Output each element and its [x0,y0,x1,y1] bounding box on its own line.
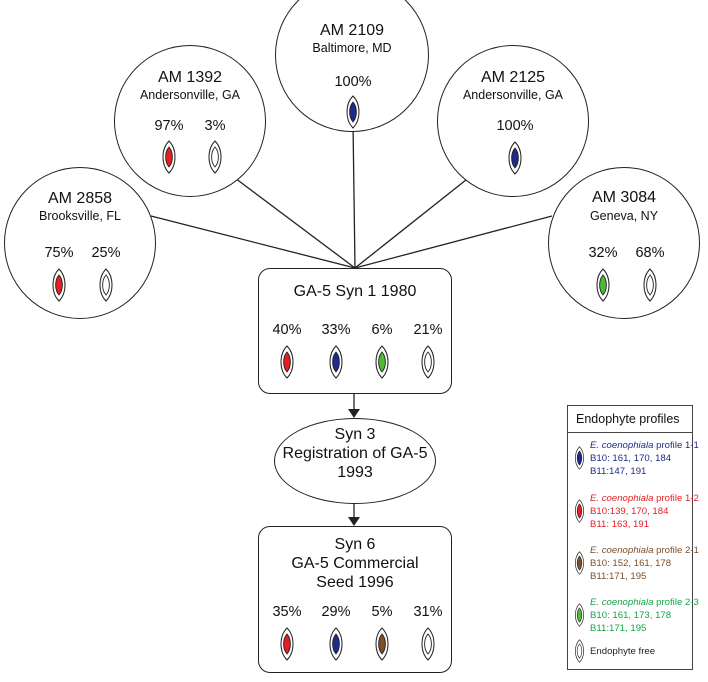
syn6-line: Seed 1996 [316,574,394,591]
marker-b11: B11: 163, 191 [590,519,650,530]
percentage-label: 100% [496,118,534,134]
source-title: AM 2125 [480,69,546,86]
profile-label: profile 1-1 [653,440,699,451]
source-title: AM 1392 [157,69,223,86]
connector-am2858 [150,215,356,269]
percentage-label: 32% [588,245,618,261]
marker-b11: B11:147, 191 [590,466,647,477]
seed-icon [574,639,585,663]
percentage-label: 5% [371,604,393,620]
profile-label: profile 2-3 [653,597,699,608]
legend: Endophyte profiles E. coenophiala profil… [567,405,699,670]
arrowhead-syn3 [348,409,360,418]
seed-icon [507,141,523,175]
marker-b11: B11:171, 195 [590,623,647,634]
legend-text: E. coenophiala profile 1-1 B10: 161, 170… [590,439,699,478]
syn3-line: Registration of GA-5 [282,445,428,462]
source-node-am2125: AM 2125 Andersonville, GA 100% [437,45,589,197]
percentage-label: 6% [371,322,393,338]
seed-icon [328,627,344,661]
marker-b10: B10: 161, 170, 184 [590,453,672,464]
source-location: Andersonville, GA [139,88,241,102]
connector-am3084 [354,215,553,269]
percentage-label: 75% [44,245,74,261]
syn6-line: GA-5 Commercial [291,555,419,572]
percentage-label: 97% [154,118,184,134]
legend-text: Endophyte free [590,645,655,658]
source-title: AM 3084 [591,189,657,206]
seed-icon [207,140,223,174]
source-title: AM 2858 [47,190,113,207]
source-title: AM 2109 [319,22,385,39]
legend-text: E. coenophiala profile 2-1 B10: 152, 161… [590,544,699,583]
syn3-line: 1993 [337,464,373,481]
seed-icon [279,627,295,661]
percentage-label: 25% [91,245,121,261]
legend-text: E. coenophiala profile 1-2 B10:139, 170,… [590,492,699,531]
connector-am2125 [354,171,477,269]
seed-icon [574,499,585,523]
source-location: Baltimore, MD [312,41,392,55]
percentage-label: 68% [635,245,665,261]
legend-text: E. coenophiala profile 2-3 B10: 161, 173… [590,596,699,635]
legend-title: Endophyte profiles [576,412,680,426]
syn3-node: Syn 3 Registration of GA-5 1993 [274,418,436,504]
syn3-line: Syn 3 [334,426,376,443]
species-name: E. coenophiala [590,493,654,504]
source-node-am1392: AM 1392 Andersonville, GA 97% 3% [114,45,266,197]
species-name: E. coenophiala [590,545,654,556]
seed-icon [51,268,67,302]
percentage-label: 40% [272,322,302,338]
source-location: Andersonville, GA [462,88,564,102]
profile-label: profile 2-1 [653,545,699,556]
seed-icon [420,627,436,661]
percentage-label: 29% [321,604,351,620]
seed-icon [345,95,361,129]
source-location: Brooksville, FL [39,209,121,223]
syn6-node: Syn 6 GA-5 Commercial Seed 1996 35% 29% … [258,526,452,673]
marker-b11: B11:171, 195 [590,571,647,582]
seed-icon [328,345,344,379]
seed-icon [642,268,658,302]
percentage-label: 35% [272,604,302,620]
profile-label: profile 1-2 [653,493,699,504]
connector-am2109 [352,122,356,269]
profile-label: Endophyte free [590,646,656,657]
seed-icon [574,603,585,627]
seed-icon [161,140,177,174]
legend-divider [568,432,692,433]
marker-b10: B10: 161, 173, 178 [590,610,672,621]
marker-b10: B10:139, 170, 184 [590,506,669,517]
seed-icon [98,268,114,302]
seed-icon [279,345,295,379]
seed-icon [574,551,585,575]
species-name: E. coenophiala [590,597,654,608]
syn1-node: GA-5 Syn 1 1980 40% 33% 6% 21% [258,268,452,394]
syn1-title: GA-5 Syn 1 1980 [293,283,417,300]
percentage-label: 31% [413,604,443,620]
seed-icon [420,345,436,379]
species-name: E. coenophiala [590,440,654,451]
source-node-am2109: AM 2109 Baltimore, MD 100% [275,0,429,132]
source-node-am3084: AM 3084 Geneva, NY 32% 68% [548,167,700,319]
seed-icon [374,627,390,661]
seed-icon [595,268,611,302]
seed-icon [574,446,585,470]
arrowhead-syn6 [348,517,360,526]
source-location: Geneva, NY [589,209,659,223]
connector-am1392 [226,171,356,269]
percentage-label: 100% [334,74,372,90]
percentage-label: 33% [321,322,351,338]
source-node-am2858: AM 2858 Brooksville, FL 75% 25% [4,167,156,319]
percentage-label: 3% [204,118,226,134]
marker-b10: B10: 152, 161, 178 [590,558,672,569]
percentage-label: 21% [413,322,443,338]
seed-icon [374,345,390,379]
syn6-line: Syn 6 [334,536,376,553]
